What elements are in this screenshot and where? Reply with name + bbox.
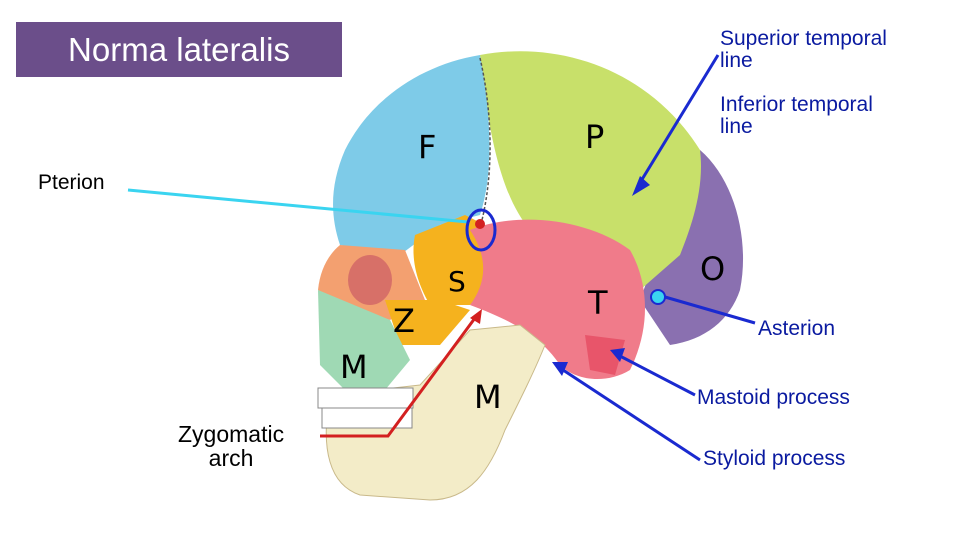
orbit-opening [348,255,392,305]
mandible-letter: M [474,378,502,416]
mastoid-arrowhead [610,348,625,362]
zygomatic-line2: arch [208,445,254,472]
maxilla-bone [318,290,410,390]
superior-temporal-arrowhead [632,176,650,196]
zygomatic-bone [385,300,470,345]
zygomatic-arch-label: Zygomatic arch [178,422,284,470]
zygomatic-arrowhead [470,309,482,324]
maxilla-letter: M [340,348,368,386]
styloid-label: Styloid process [703,447,846,470]
asterion-leader [664,295,756,325]
zygomatic-leader [320,317,477,438]
pterion-ring [465,208,497,252]
inferior-temporal-line1: Inferior temporal [720,93,873,116]
sphenoid-letter: S [448,265,466,298]
inferior-temporal-line2: line [720,115,753,139]
zygomatic-line1: Zygomatic [178,421,285,447]
superior-temporal-line1: Superior temporal [720,27,887,50]
superior-temporal-arrow [636,54,720,187]
mastoid-arrow [617,353,696,397]
mandible-bone [325,324,546,501]
inferior-temporal-label: Inferior temporal line [720,93,873,139]
pterion-dot [475,219,485,229]
pterion-label: Pterion [38,171,105,194]
frontal-letter: F [418,128,437,166]
coronal-suture [479,57,491,221]
teeth-upper [317,387,414,409]
frontal-bone [333,55,490,255]
mastoid-region [585,335,625,375]
asterion-dot [650,289,666,305]
teeth-lower [321,407,413,429]
slide-title: Norma lateralis [68,30,290,68]
mastoid-label: Mastoid process [697,386,850,409]
styloid-arrowhead [552,362,568,376]
parietal-letter: P [585,118,605,156]
pterion-leader [127,188,469,224]
styloid-arrow [559,366,701,462]
asterion-label: Asterion [758,317,836,340]
occipital-letter: O [700,250,726,288]
superior-temporal-line2: line [720,49,753,73]
superior-temporal-label: Superior temporal line [720,27,887,73]
title-box: Norma lateralis [16,22,342,77]
temporal-letter: T [588,284,608,322]
zygomatic-letter: Z [393,302,415,340]
